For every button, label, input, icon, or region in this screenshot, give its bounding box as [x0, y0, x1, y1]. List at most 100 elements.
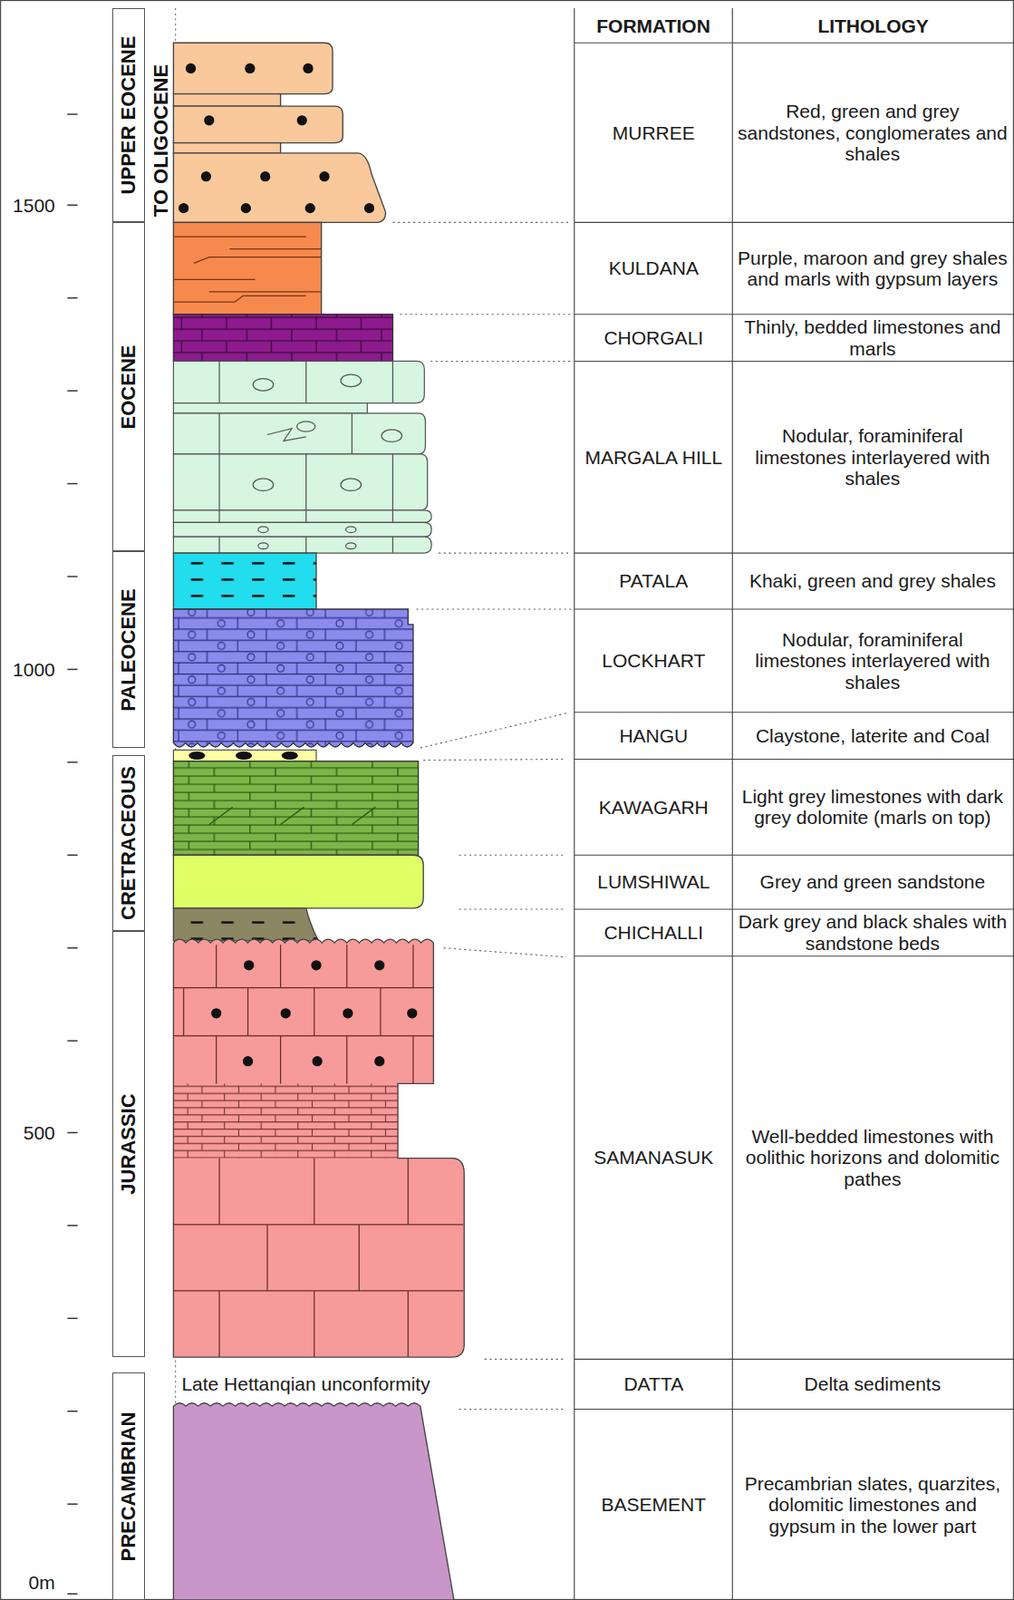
samanasuk-limestone: [211, 1007, 222, 1018]
formation-name: BASEMENT: [601, 1493, 707, 1516]
margala-limestone: [297, 421, 316, 432]
age-label: CRETRACEOUS: [118, 765, 139, 920]
samanasuk-limestone: [374, 1055, 385, 1066]
chichalli-shale: [173, 907, 319, 941]
murree-beds: [173, 42, 333, 94]
formation-cell: MURREE: [575, 43, 733, 222]
formation-name: DATTA: [623, 1372, 684, 1395]
formation-cell: HANGU: [575, 713, 733, 759]
table-lines: [574, 854, 1014, 856]
depth-label: 500: [0, 1120, 56, 1145]
formation-row: SAMANASUK Well-bedded limestones with ool…: [575, 956, 1014, 1359]
depth-ticks: [67, 1039, 78, 1041]
sandstone-dots: [201, 171, 212, 182]
lithology-cell: Dark grey and black shales with sandston…: [732, 909, 1014, 956]
formation-name: SAMANASUK: [593, 1146, 714, 1169]
lithology-cell: Khaki, green and grey shales: [732, 553, 1014, 609]
lithology-text: Light grey limestones with dark grey dol…: [737, 785, 1008, 829]
lithology-text: Nodular, foraminiferal limestones interl…: [737, 628, 1008, 694]
age-band: PALEOCENE: [112, 550, 145, 748]
table-lines: [574, 1408, 1014, 1410]
depth-ticks: [67, 1131, 78, 1133]
lithology-text: Dark grey and black shales with sandston…: [737, 910, 1008, 954]
formation-cell: LOCKHART: [575, 609, 733, 712]
lithology-cell: Delta sediments: [732, 1360, 1014, 1409]
leader-lines: [423, 758, 567, 760]
sandstone-dots: [244, 63, 255, 74]
age-label: EOCENE: [118, 344, 139, 429]
margala-limestone: [173, 360, 432, 553]
margala-limestone: [252, 478, 274, 492]
patala-shale: [173, 552, 317, 609]
table-lines: [732, 8, 734, 1600]
samanasuk-limestone: [374, 959, 385, 970]
leader-lines: [430, 360, 571, 362]
sandstone-dots: [302, 63, 313, 74]
lithology-cell: Thinly, bedded limestones and marls: [732, 315, 1014, 361]
formation-cell: DATTA: [575, 1360, 733, 1409]
formation-row: KULDANAPurple, maroon and grey shales an…: [575, 222, 1014, 313]
formation-name: MARGALA HILL: [584, 446, 723, 469]
lithology-cell: Nodular, foraminiferal limestones interl…: [732, 362, 1014, 553]
leader-lines: [459, 854, 567, 856]
age-band: EOCENE: [112, 222, 145, 551]
leader-lines: [399, 313, 571, 315]
kuldana-shale: [173, 222, 321, 314]
lithology-text: Thinly, bedded limestones and marls: [737, 316, 1008, 359]
formation-row: CHORGALI Thinly, bedded limestones and ma…: [575, 315, 1014, 361]
margala-limestone: [346, 542, 357, 550]
margala-limestone: [173, 403, 367, 414]
samanasuk-limestone: [243, 959, 254, 970]
depth-ticks: [67, 113, 78, 115]
lithology-text: Khaki, green and grey shales: [749, 569, 996, 592]
lithology-text: Claystone, laterite and Coal: [755, 724, 990, 747]
samanasuk-limestone: [242, 1055, 253, 1066]
margala-limestone: [252, 378, 274, 392]
depth-ticks: [67, 575, 78, 577]
lithology-cell: Precambrian slates, quarzites, dolomitic…: [732, 1409, 1014, 1600]
sandstone-dots: [203, 115, 214, 126]
samanasuk-limestone: [406, 1007, 417, 1018]
leader-lines: [392, 222, 571, 223]
depth-ticks: [67, 1502, 78, 1504]
lithology-text: Precambrian slates, quarzites, dolomitic…: [737, 1472, 1008, 1537]
formation-cell: CHORGALI: [575, 315, 733, 361]
sandstone-dots: [178, 202, 189, 213]
lithology-cell: Well-bedded limestones with oolithic hor…: [732, 956, 1014, 1359]
lithology-cell: Nodular, foraminiferal limestones interl…: [732, 609, 1014, 712]
chorgali-limestone: [173, 314, 393, 362]
formation-row: KAWAGARHLight grey limestones with dark …: [575, 760, 1014, 855]
basement-rock: [173, 1402, 454, 1600]
samanasuk-limestone: [342, 1007, 353, 1018]
murree-beds: [173, 42, 386, 223]
age-label: PRECAMBRIAN: [118, 1410, 139, 1561]
formation-cell: BASEMENT: [575, 1409, 733, 1600]
table-lines: [573, 8, 575, 1600]
leader-lines: [420, 713, 567, 748]
margala-limestone: [219, 360, 393, 553]
formation-cell: CHICHALLI: [575, 909, 733, 956]
sandstone-dots: [305, 202, 316, 213]
margala-limestone: [173, 453, 427, 511]
depth-ticks: [67, 482, 78, 484]
formation-row: MURREERed, green and grey sandstones, co…: [575, 43, 1014, 222]
table-lines: [574, 608, 1014, 609]
formation-cell: LUMSHIWAL: [575, 855, 733, 908]
hangu-coal: [188, 751, 205, 760]
sandstone-dots: [318, 171, 329, 182]
depth-ticks: [67, 1317, 78, 1319]
formation-row: BASEMENT Precambrian slates, quarzites, d…: [575, 1409, 1014, 1600]
formation-name: CHORGALI: [603, 327, 704, 349]
margala-limestone: [346, 526, 357, 533]
lithology-text: Red, green and grey sandstones, conglome…: [737, 100, 1008, 165]
depth-ticks: [67, 297, 78, 299]
formation-name: CHICHALLI: [603, 921, 704, 944]
depth-ticks: [67, 854, 78, 856]
margala-limestone: [258, 526, 269, 533]
formation-cell: SAMANASUK: [575, 956, 733, 1359]
sandstone-dots: [260, 171, 271, 182]
formation-cell: MARGALA HILL: [575, 362, 733, 553]
formation-row: LUMSHIWALGrey and green sandstone: [575, 855, 1014, 908]
